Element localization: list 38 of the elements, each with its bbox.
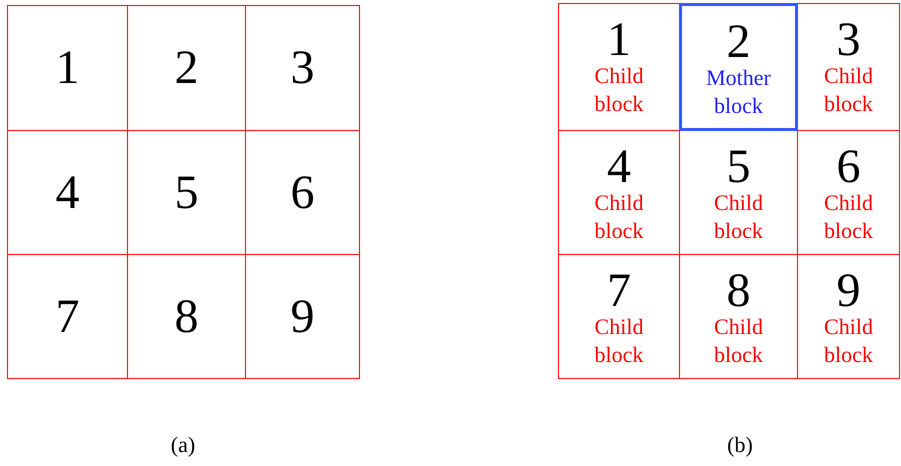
cell-number: 5 xyxy=(726,145,750,189)
cell-number: 1 xyxy=(56,46,80,90)
cell-number: 8 xyxy=(174,294,198,338)
block-label: Child block xyxy=(594,313,644,369)
grid-cell xyxy=(558,3,680,131)
block-label: Child block xyxy=(713,313,764,369)
cell-number: 2 xyxy=(174,46,198,90)
cell-number: 3 xyxy=(290,46,314,90)
grid-cell xyxy=(7,254,128,379)
cell-number: 5 xyxy=(174,170,198,214)
cell-number: 7 xyxy=(607,269,631,313)
grid-cell xyxy=(558,254,680,379)
cell-number: 4 xyxy=(607,145,631,189)
grid-cell xyxy=(245,5,360,131)
block-label: Child block xyxy=(594,62,644,118)
block-label: Mother block xyxy=(705,64,772,120)
cell-number: 9 xyxy=(836,269,860,313)
cell-number: 9 xyxy=(290,294,314,338)
cell-number: 1 xyxy=(607,18,631,62)
block-label: Child block xyxy=(823,62,874,118)
cell-number: 6 xyxy=(290,170,314,214)
grid-cell xyxy=(245,254,360,379)
grid-cell xyxy=(679,3,798,131)
grid-cell xyxy=(797,3,900,131)
panel-label: (b) xyxy=(727,431,753,459)
grid-cell xyxy=(7,5,128,131)
block-label: Child block xyxy=(713,189,764,245)
cell-number: 7 xyxy=(56,294,80,338)
panel-label: (a) xyxy=(170,431,196,459)
cell-number: 8 xyxy=(726,269,750,313)
block-label: Child block xyxy=(823,189,874,245)
cell-number: 2 xyxy=(726,20,750,64)
block-label: Child block xyxy=(823,313,874,369)
block-label: Child block xyxy=(594,189,644,245)
cell-number: 3 xyxy=(836,18,860,62)
cell-number: 6 xyxy=(836,145,860,189)
grid-cell xyxy=(797,254,900,379)
cell-number: 4 xyxy=(56,170,80,214)
